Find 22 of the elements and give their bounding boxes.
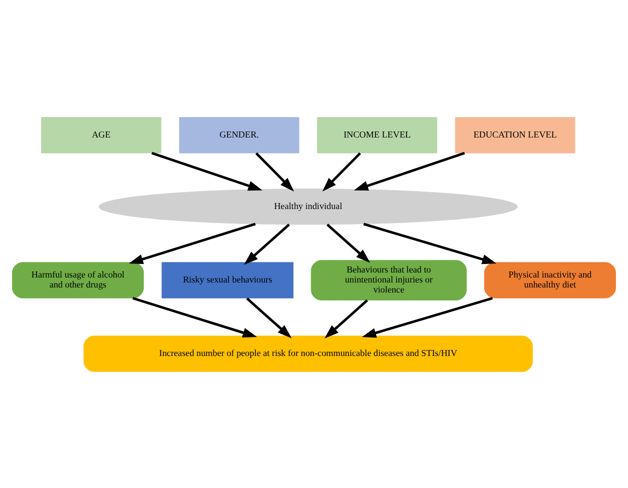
node-box: EDUCATION LEVEL (455, 116, 576, 153)
arrow (244, 223, 290, 264)
arrow (354, 151, 465, 190)
node-box: AGE (41, 116, 162, 153)
arrow (151, 151, 262, 190)
node-box: GENDER. (179, 116, 300, 153)
node-box: Risky sexual behaviours (162, 262, 294, 298)
arrow (246, 297, 292, 338)
node-ellipse: Healthy individual (98, 188, 518, 224)
arrow (326, 223, 370, 262)
node-box: Increased number of people at risk for non-communicable diseases and STIs/HIV (84, 335, 533, 372)
node-box: Physical inactivity and unhealthy diet (484, 262, 616, 298)
arrow (324, 298, 368, 338)
arrow (363, 222, 496, 264)
arrow (322, 152, 361, 191)
arrow (255, 152, 294, 191)
node-box: Harmful usage of alcohol and other drugs (12, 262, 144, 298)
arrow (132, 296, 257, 337)
node-box: Behaviours that lead to unintentional injuries or violence (310, 260, 467, 300)
arrow (128, 222, 256, 264)
node-box: INCOME LEVEL (317, 116, 438, 153)
arrow (362, 296, 493, 338)
